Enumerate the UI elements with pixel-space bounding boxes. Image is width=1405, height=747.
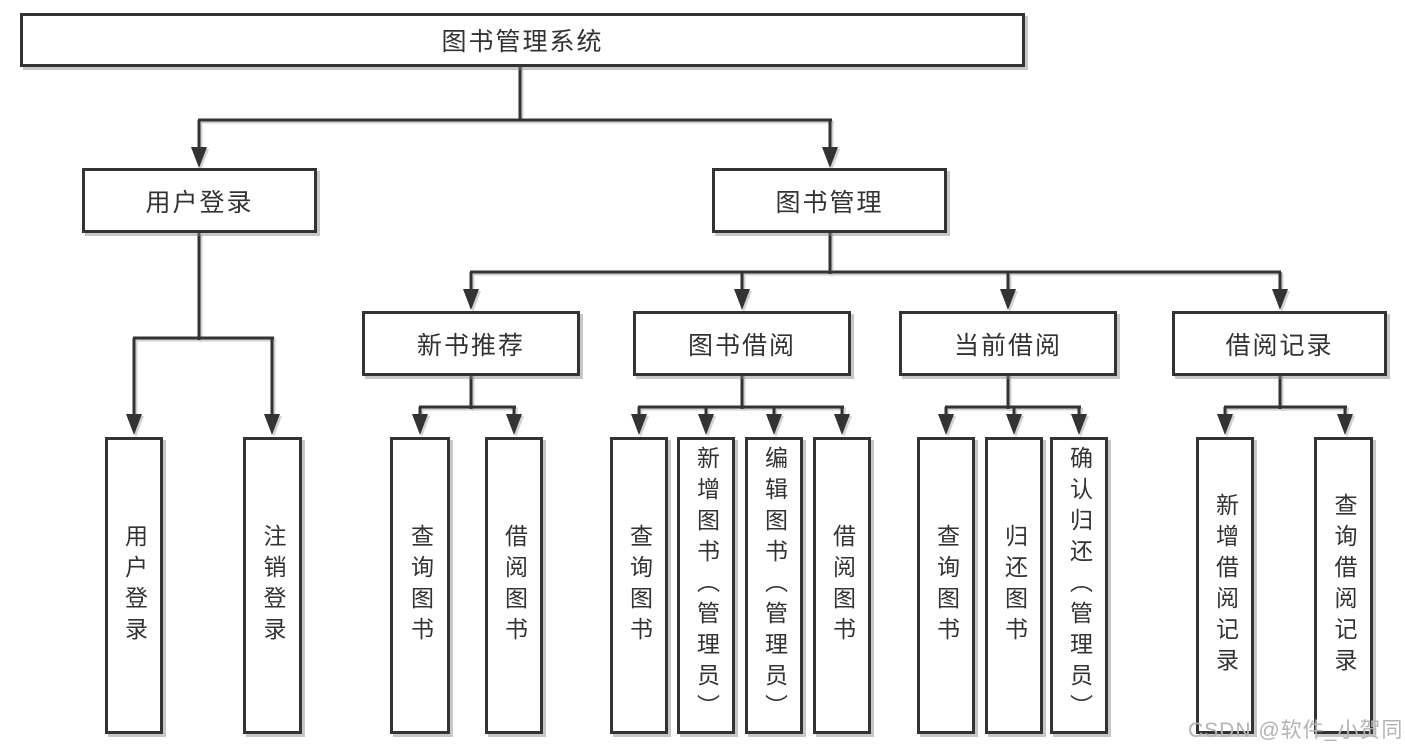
leaf-query-borrow-record: 查询借阅记录	[1314, 437, 1373, 734]
node-user-login: 用户登录	[82, 168, 317, 233]
leaf-borrow-books-1-label: 借阅图书	[501, 523, 528, 648]
leaf-query-books-2-label: 查询图书	[626, 523, 653, 648]
leaf-query-books-1-label: 查询图书	[407, 523, 434, 648]
node-current-borrowing: 当前借阅	[899, 311, 1117, 376]
leaf-logout-label: 注销登录	[260, 523, 286, 648]
leaf-return-books: 归还图书	[985, 437, 1043, 734]
leaf-user-login-label: 用户登录	[121, 523, 148, 648]
node-root: 图书管理系统	[20, 13, 1025, 67]
node-book-management-label: 图书管理	[775, 188, 884, 217]
leaf-borrow-books-1: 借阅图书	[485, 437, 543, 734]
leaf-query-books-3: 查询图书	[917, 437, 975, 734]
leaf-confirm-return-admin: 确认归还（管理员）	[1050, 437, 1108, 734]
node-book-management: 图书管理	[712, 168, 947, 233]
node-book-borrowing: 图书借阅	[633, 311, 851, 376]
node-new-book-recommend-label: 新书推荐	[416, 331, 525, 360]
leaf-edit-books-admin-label: 编辑图书（管理员）	[761, 446, 788, 725]
leaf-logout: 注销登录	[243, 437, 302, 734]
leaf-user-login: 用户登录	[105, 437, 163, 734]
leaf-query-borrow-record-label: 查询借阅记录	[1331, 492, 1357, 679]
leaf-edit-books-admin: 编辑图书（管理员）	[745, 437, 803, 734]
arrowheads	[126, 147, 1353, 435]
leaf-borrow-books-2: 借阅图书	[813, 437, 871, 734]
leaf-query-books-2: 查询图书	[610, 437, 668, 734]
leaf-query-books-1: 查询图书	[390, 437, 450, 734]
node-current-borrowing-label: 当前借阅	[953, 331, 1062, 360]
node-user-login-label: 用户登录	[145, 188, 254, 217]
leaf-add-borrow-record: 新增借阅记录	[1196, 437, 1254, 734]
node-book-borrowing-label: 图书借阅	[687, 331, 796, 360]
node-borrowing-records: 借阅记录	[1172, 311, 1387, 376]
leaf-add-books-admin: 新增图书（管理员）	[677, 437, 735, 734]
node-borrowing-records-label: 借阅记录	[1225, 331, 1334, 360]
leaf-confirm-return-admin-label: 确认归还（管理员）	[1066, 446, 1093, 725]
leaf-add-borrow-record-label: 新增借阅记录	[1212, 492, 1239, 679]
leaf-add-books-admin-label: 新增图书（管理员）	[693, 446, 720, 725]
node-new-book-recommend: 新书推荐	[362, 311, 580, 376]
leaf-query-books-3-label: 查询图书	[933, 523, 960, 648]
node-root-label: 图书管理系统	[441, 28, 604, 56]
leaf-return-books-label: 归还图书	[1001, 523, 1028, 648]
watermark: CSDN @软件_小贺同学	[1188, 719, 1405, 742]
leaf-borrow-books-2-label: 借阅图书	[829, 523, 856, 648]
